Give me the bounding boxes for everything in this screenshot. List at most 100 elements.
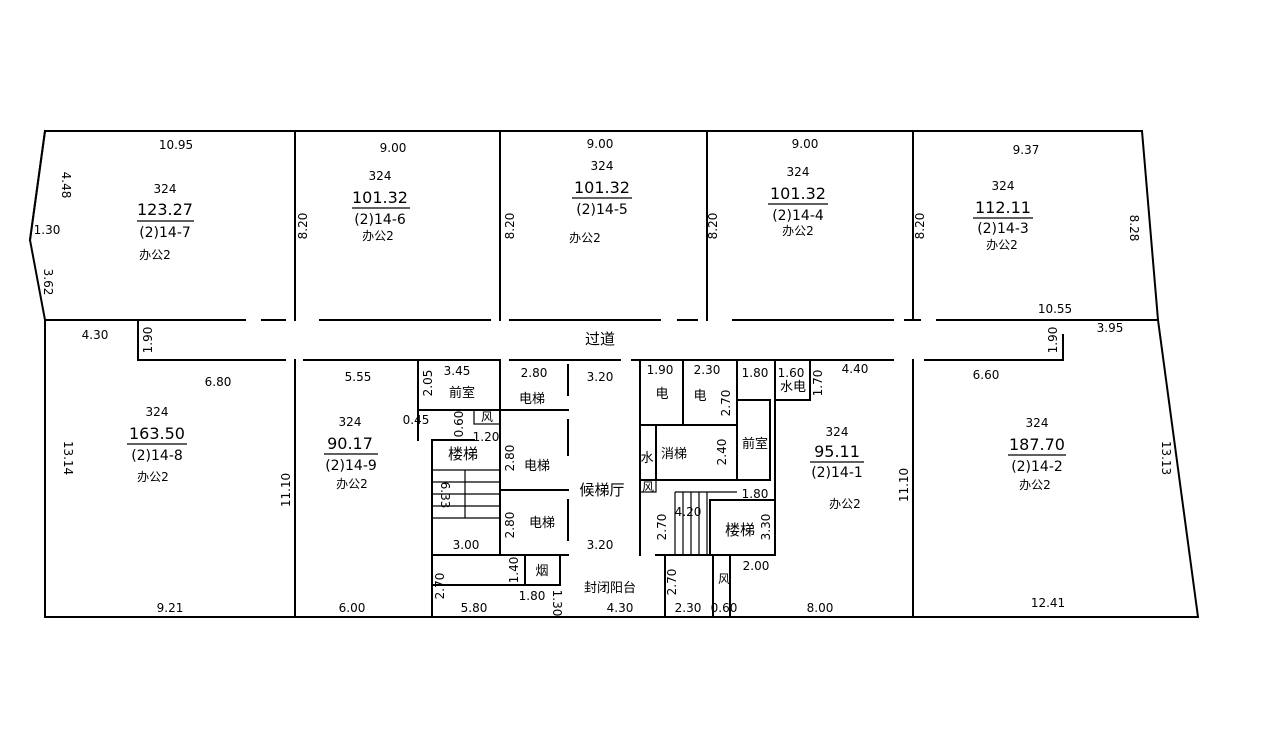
svg-text:(2)14-1: (2)14-1 — [811, 465, 863, 481]
svg-text:1.70: 1.70 — [811, 370, 825, 397]
svg-text:9.00: 9.00 — [380, 141, 407, 155]
svg-text:6.00: 6.00 — [339, 601, 366, 615]
svg-text:楼梯: 楼梯 — [448, 445, 478, 463]
svg-text:2.80: 2.80 — [503, 445, 517, 472]
svg-text:(2)14-2: (2)14-2 — [1011, 459, 1063, 475]
svg-text:办公2: 办公2 — [569, 230, 601, 245]
svg-text:6.33: 6.33 — [438, 482, 452, 509]
svg-text:6.60: 6.60 — [973, 368, 1000, 382]
svg-text:9.37: 9.37 — [1013, 143, 1040, 157]
svg-text:9.00: 9.00 — [792, 137, 819, 151]
svg-text:101.32: 101.32 — [352, 188, 408, 207]
svg-text:办公2: 办公2 — [137, 469, 169, 484]
svg-text:6.80: 6.80 — [205, 375, 232, 389]
svg-text:电: 电 — [655, 387, 668, 402]
svg-text:163.50: 163.50 — [129, 424, 185, 443]
svg-text:95.11: 95.11 — [814, 442, 860, 461]
unit-14-8: 324 163.50 (2)14-8 办公2 — [127, 405, 187, 484]
svg-text:101.32: 101.32 — [574, 178, 630, 197]
unit-14-9: 324 90.17 (2)14-9 办公2 — [324, 415, 378, 491]
svg-text:过道: 过道 — [585, 330, 615, 348]
svg-text:3.95: 3.95 — [1097, 321, 1124, 335]
svg-text:1.90: 1.90 — [647, 363, 674, 377]
svg-text:8.20: 8.20 — [706, 213, 720, 240]
svg-text:2.05: 2.05 — [421, 370, 435, 397]
svg-text:前室: 前室 — [742, 436, 768, 452]
svg-text:11.10: 11.10 — [279, 473, 293, 507]
svg-text:(2)14-7: (2)14-7 — [139, 225, 191, 241]
svg-text:办公2: 办公2 — [986, 237, 1018, 252]
svg-text:12.41: 12.41 — [1031, 596, 1065, 610]
svg-text:10.95: 10.95 — [159, 138, 193, 152]
svg-text:3.20: 3.20 — [587, 370, 614, 384]
svg-text:1.90: 1.90 — [1046, 327, 1060, 354]
svg-text:3.00: 3.00 — [453, 538, 480, 552]
svg-text:(2)14-4: (2)14-4 — [772, 208, 824, 224]
svg-text:1.20: 1.20 — [473, 430, 500, 444]
svg-text:1.90: 1.90 — [141, 327, 155, 354]
svg-text:烟: 烟 — [535, 564, 548, 579]
svg-text:2.70: 2.70 — [655, 514, 669, 541]
svg-text:风: 风 — [718, 572, 730, 586]
unit-14-5: 324 101.32 (2)14-5 办公2 — [569, 159, 632, 245]
svg-text:5.55: 5.55 — [345, 370, 372, 384]
svg-text:0.45: 0.45 — [403, 413, 430, 427]
svg-text:办公2: 办公2 — [782, 223, 814, 238]
svg-text:前室: 前室 — [449, 385, 475, 401]
svg-text:2.30: 2.30 — [675, 601, 702, 615]
svg-text:4.48: 4.48 — [59, 172, 73, 199]
svg-text:8.20: 8.20 — [296, 213, 310, 240]
svg-text:(2)14-8: (2)14-8 — [131, 448, 183, 464]
svg-text:电梯: 电梯 — [524, 459, 550, 474]
svg-text:324: 324 — [154, 182, 177, 196]
svg-text:8.00: 8.00 — [807, 601, 834, 615]
unit-14-2: 324 187.70 (2)14-2 办公2 — [1008, 416, 1066, 492]
unit-14-4: 324 101.32 (2)14-4 办公2 — [768, 165, 828, 238]
svg-text:9.00: 9.00 — [587, 137, 614, 151]
svg-text:(2)14-9: (2)14-9 — [325, 458, 377, 474]
svg-text:2.00: 2.00 — [743, 559, 770, 573]
svg-text:187.70: 187.70 — [1009, 435, 1065, 454]
svg-text:0.60: 0.60 — [711, 601, 738, 615]
svg-text:3.30: 3.30 — [759, 514, 773, 541]
svg-text:2.80: 2.80 — [503, 512, 517, 539]
svg-text:1.30: 1.30 — [34, 223, 61, 237]
svg-text:11.10: 11.10 — [897, 468, 911, 502]
svg-text:9.21: 9.21 — [157, 601, 184, 615]
unit-14-1: 324 95.11 (2)14-1 办公2 — [810, 425, 864, 511]
svg-text:办公2: 办公2 — [139, 247, 171, 262]
svg-text:楼梯: 楼梯 — [725, 521, 755, 539]
svg-text:1.80: 1.80 — [742, 487, 769, 501]
svg-text:电: 电 — [693, 389, 706, 404]
svg-text:10.55: 10.55 — [1038, 302, 1072, 316]
svg-text:324: 324 — [369, 169, 392, 183]
svg-text:4.20: 4.20 — [675, 505, 702, 519]
svg-text:1.40: 1.40 — [507, 557, 521, 584]
svg-text:候梯厅: 候梯厅 — [579, 481, 624, 499]
unit-14-6: 324 101.32 (2)14-6 办公2 — [352, 169, 410, 243]
svg-text:办公2: 办公2 — [1019, 477, 1051, 492]
room-labels: 过道 候梯厅 封闭阳台 楼梯 楼梯 前室 前室 电梯 电梯 电梯 消梯 水电 风… — [448, 330, 806, 596]
svg-text:324: 324 — [787, 165, 810, 179]
svg-text:4.30: 4.30 — [607, 601, 634, 615]
svg-text:123.27: 123.27 — [137, 200, 193, 219]
svg-text:(2)14-5: (2)14-5 — [576, 202, 628, 218]
svg-text:2.30: 2.30 — [694, 363, 721, 377]
svg-text:(2)14-3: (2)14-3 — [977, 221, 1029, 237]
svg-text:8.20: 8.20 — [503, 213, 517, 240]
unit-14-7: 324 123.27 (2)14-7 办公2 — [137, 182, 194, 262]
svg-text:1.30: 1.30 — [550, 590, 564, 617]
svg-text:风: 风 — [481, 410, 493, 424]
outer-wall — [28, 129, 1200, 618]
svg-text:112.11: 112.11 — [975, 198, 1031, 217]
dimension-labels: 10.95 9.00 9.00 9.00 9.37 4.48 1.30 3.62… — [34, 137, 1173, 616]
svg-text:水: 水 — [640, 451, 653, 466]
svg-text:0.60: 0.60 — [452, 411, 466, 438]
svg-text:4.40: 4.40 — [842, 362, 869, 376]
svg-text:2.70: 2.70 — [719, 390, 733, 417]
svg-text:2.70: 2.70 — [433, 573, 447, 600]
svg-text:324: 324 — [826, 425, 849, 439]
svg-text:324: 324 — [146, 405, 169, 419]
svg-text:2.70: 2.70 — [665, 569, 679, 596]
